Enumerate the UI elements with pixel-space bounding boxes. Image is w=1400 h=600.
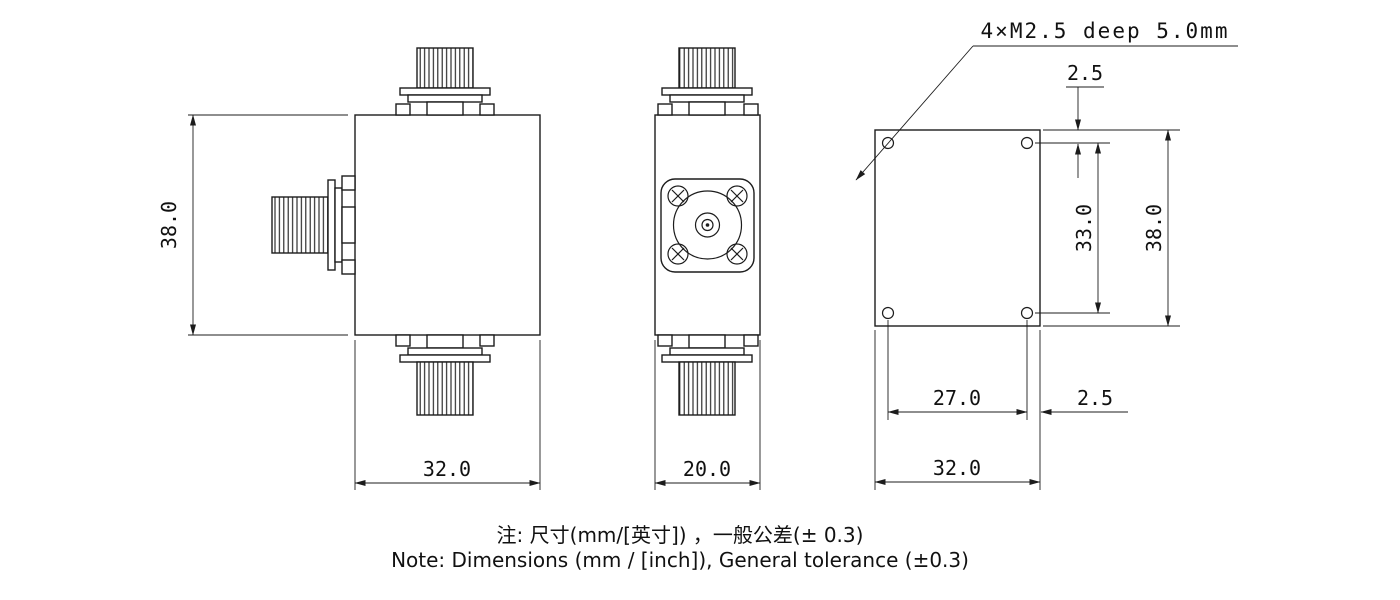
dim-hole-pitch-horizontal-text: 27.0 [933, 386, 981, 410]
flange-screw [667, 185, 689, 207]
mounting-view: 4×M2.5 deep 5.0mm [855, 19, 1238, 327]
dim-hole-edge-right-text: 2.5 [1077, 386, 1113, 410]
sma-connector-top-front [395, 47, 495, 116]
dim-hole-pitch-vertical-text: 33.0 [1072, 204, 1096, 252]
thread-callout: 4×M2.5 deep 5.0mm [855, 19, 1238, 181]
dim-plate-width: 32.0 [874, 330, 1041, 490]
dim-front-width-text: 32.0 [423, 457, 471, 481]
dim-front-height-text: 38.0 [157, 201, 181, 249]
dim-side-width: 20.0 [654, 340, 761, 490]
dim-front-height: 38.0 [154, 114, 348, 336]
flange-screw [667, 243, 689, 265]
thread-callout-text: 4×M2.5 deep 5.0mm [981, 19, 1230, 43]
mounting-hole-bottom-left [881, 306, 895, 320]
connector-outer-ring [672, 190, 743, 260]
note-line-en: Note: Dimensions (mm / [inch]), General … [391, 548, 969, 572]
mounting-plate [874, 129, 1041, 327]
dim-front-width: 32.0 [354, 340, 541, 490]
connector-pin-ring [701, 218, 714, 232]
thread-barrel [416, 47, 474, 89]
dimensions: 38.0 32.0 20.0 2.5 33 [154, 58, 1180, 490]
sma-connector-top-side [657, 47, 759, 116]
thread-barrel [271, 196, 329, 254]
note-line-zh: 注: 尺寸(mm/[英寸]) ，一般公差(± 0.3) [497, 523, 864, 547]
dim-plate-width-text: 32.0 [933, 456, 981, 480]
front-body [354, 114, 541, 336]
sma-connector-bottom-front [395, 334, 495, 416]
mounting-hole-bottom-right [1020, 306, 1034, 320]
mounting-hole-top-right [1020, 136, 1034, 150]
thread-barrel [416, 361, 474, 416]
dim-hole-edge-top: 2.5 [1035, 58, 1180, 178]
flange-screw [726, 185, 748, 207]
flange-screw [726, 243, 748, 265]
connector-center-pin [705, 223, 710, 227]
dim-side-width-text: 20.0 [683, 457, 731, 481]
sma-connector-left [271, 175, 356, 275]
mounting-hole-top-left [881, 136, 895, 150]
dim-hole-edge-top-text: 2.5 [1067, 61, 1103, 85]
front-view [271, 47, 541, 416]
side-view [654, 47, 761, 416]
dim-plate-height-text: 38.0 [1142, 204, 1166, 252]
dim-hole-pitch-horizontal: 27.0 2.5 [887, 320, 1128, 420]
drawing-notes: 注: 尺寸(mm/[英寸]) ，一般公差(± 0.3) Note: Dimens… [391, 523, 969, 572]
dim-hole-pitch-vertical: 33.0 [1035, 142, 1110, 314]
thread-barrel [678, 361, 736, 416]
thread-barrel [678, 47, 736, 89]
sma-connector-bottom-side [657, 334, 759, 416]
dim-plate-height: 38.0 [1043, 129, 1180, 327]
flange-connector-face [660, 178, 755, 273]
connector-inner-ring [694, 212, 721, 238]
